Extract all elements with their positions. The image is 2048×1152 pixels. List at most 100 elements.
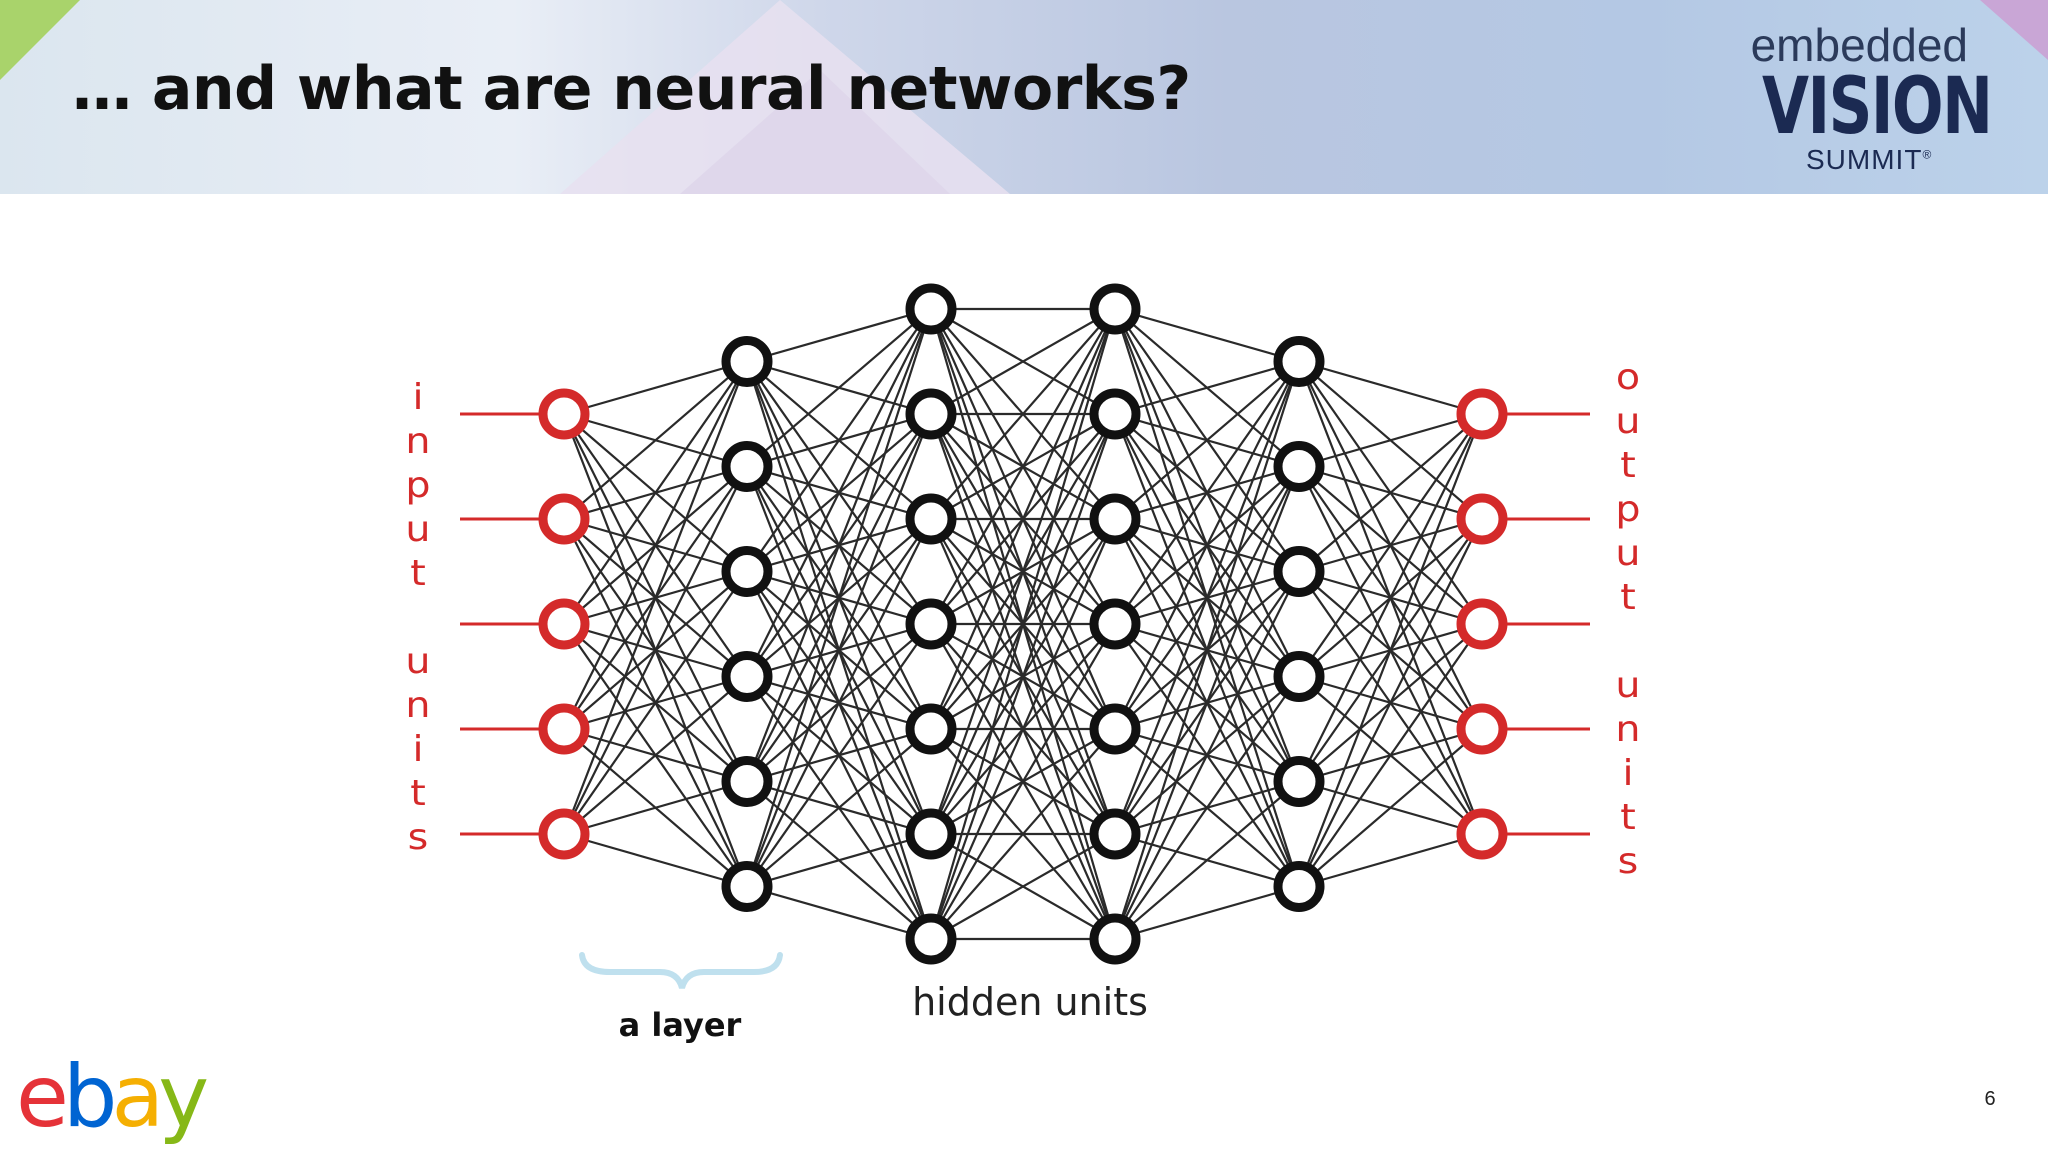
hidden-3-node [1089,703,1141,755]
hidden-3-node [1089,598,1141,650]
connection-line [929,308,1117,940]
connection-line [929,308,1117,730]
hidden-1-node [721,336,773,387]
output-node [1456,808,1508,860]
hidden-4-node [1273,546,1325,597]
connection-line [563,361,748,730]
hidden-3-node [1089,808,1141,860]
connection-line [562,361,749,835]
logo-line-embedded: embedded [1750,19,1968,71]
connection-line [1113,361,1301,940]
input-node [538,493,590,545]
connection-line [746,885,932,941]
connection-line [1114,885,1300,941]
hidden-3-node [1089,493,1141,545]
connection-line [1114,361,1300,730]
hidden-2-node [905,598,957,650]
logo-line-vision: VISION [1762,62,1993,152]
input-node [538,388,590,440]
connection-line [1298,623,1483,888]
hidden-1-node [721,441,773,492]
ebay-letter-y: y [158,1047,209,1147]
hidden-4-node [1273,861,1325,912]
input-units-label: i n p u t u n i t s [405,377,431,858]
ebay-letter-a: a [111,1047,165,1147]
hidden-units-label: hidden units [912,980,1148,1024]
connection-line [563,780,748,836]
connection-line [1114,360,1300,520]
connection-line [563,832,748,888]
ebay-letter-e: e [16,1047,69,1147]
connection-line [563,466,748,835]
connection-line [746,308,932,677]
connection-line [745,308,933,887]
slide-title: … and what are neural networks? [72,54,1191,124]
connection-line [1298,832,1483,888]
hidden-1-node [721,546,773,597]
connection-line [1114,360,1300,416]
connection-line [1114,360,1300,625]
connection-line [1114,571,1300,940]
connection-line [1298,413,1483,573]
connection-line [746,308,932,468]
connection-line [929,518,1117,940]
connection-line [563,360,748,416]
connection-line [1113,361,1301,835]
hidden-4-node [1273,336,1325,387]
hidden-2-node [905,283,957,335]
connection-line [930,308,1116,625]
connection-line [1298,413,1483,782]
connection-line [1298,413,1483,678]
connection-line [1298,412,1483,468]
hidden-1-node [721,861,773,912]
hidden-2-node [905,493,957,545]
hidden-2-node [905,808,957,860]
connection-line [1298,360,1483,416]
output-node [1456,388,1508,440]
connection-line [930,833,1116,940]
header-band: … and what are neural networks? embedded… [0,0,2048,194]
output-node [1456,703,1508,755]
connection-line [929,413,1117,940]
connection-line [563,360,748,625]
hidden-4-node [1273,756,1325,807]
connection-line [746,728,932,888]
network-nodes [538,283,1508,965]
connection-line [1114,780,1300,940]
input-node [538,703,590,755]
input-node [538,808,590,860]
embedded-vision-summit-logo: embedded VISION SUMMIT® [1740,18,1993,178]
connection-line [929,308,1117,835]
connection-line [1298,518,1483,887]
connection-line [563,675,748,835]
connection-line [563,360,748,520]
hidden-2-node [905,388,957,440]
hidden-2-node [905,703,957,755]
connection-line [746,518,932,887]
input-node [538,598,590,650]
connection-line [1114,307,1300,363]
hidden-2-node [905,913,957,965]
connection-line [930,308,1116,415]
connection-line [930,623,1116,940]
layer-label: a layer [618,1006,742,1044]
connection-line [1113,466,1301,940]
ebay-logo: ebay [16,1052,216,1142]
hidden-4-node [1273,651,1325,702]
hidden-1-node [721,756,773,807]
connection-line [746,623,932,888]
connection-line [745,308,933,782]
connection-line [563,570,748,835]
connection-line [746,832,932,888]
hidden-1-node [721,651,773,702]
connection-line [1298,728,1483,888]
layer-brace [579,952,783,989]
hidden-4-node [1273,441,1325,492]
connection-line [1297,413,1484,887]
output-node [1456,493,1508,545]
connection-lines [562,307,1484,941]
hidden-3-node [1089,388,1141,440]
ebay-letter-b: b [62,1047,118,1147]
